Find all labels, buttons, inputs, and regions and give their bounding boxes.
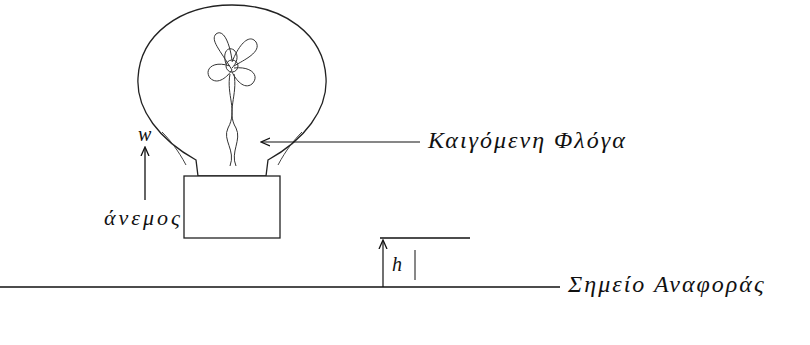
height-line	[380, 237, 470, 238]
flame-leader-arrow	[262, 141, 420, 142]
reference-line	[0, 286, 560, 287]
glass-bulb	[138, 5, 326, 176]
flame	[208, 33, 257, 166]
reference-label: Σημείο Αναφοράς	[568, 272, 766, 296]
height-symbol: h	[392, 254, 402, 274]
bulb-inner-curve	[162, 132, 302, 165]
height-bracket	[415, 250, 416, 280]
wind-label: άνεμος	[104, 207, 183, 229]
wind-speed-symbol: w	[138, 124, 151, 144]
flame-label: Καιγόμενη Φλόγα	[428, 128, 627, 152]
height-arrow	[382, 241, 383, 287]
lamp-base	[184, 176, 280, 238]
wind-arrow	[144, 148, 145, 200]
